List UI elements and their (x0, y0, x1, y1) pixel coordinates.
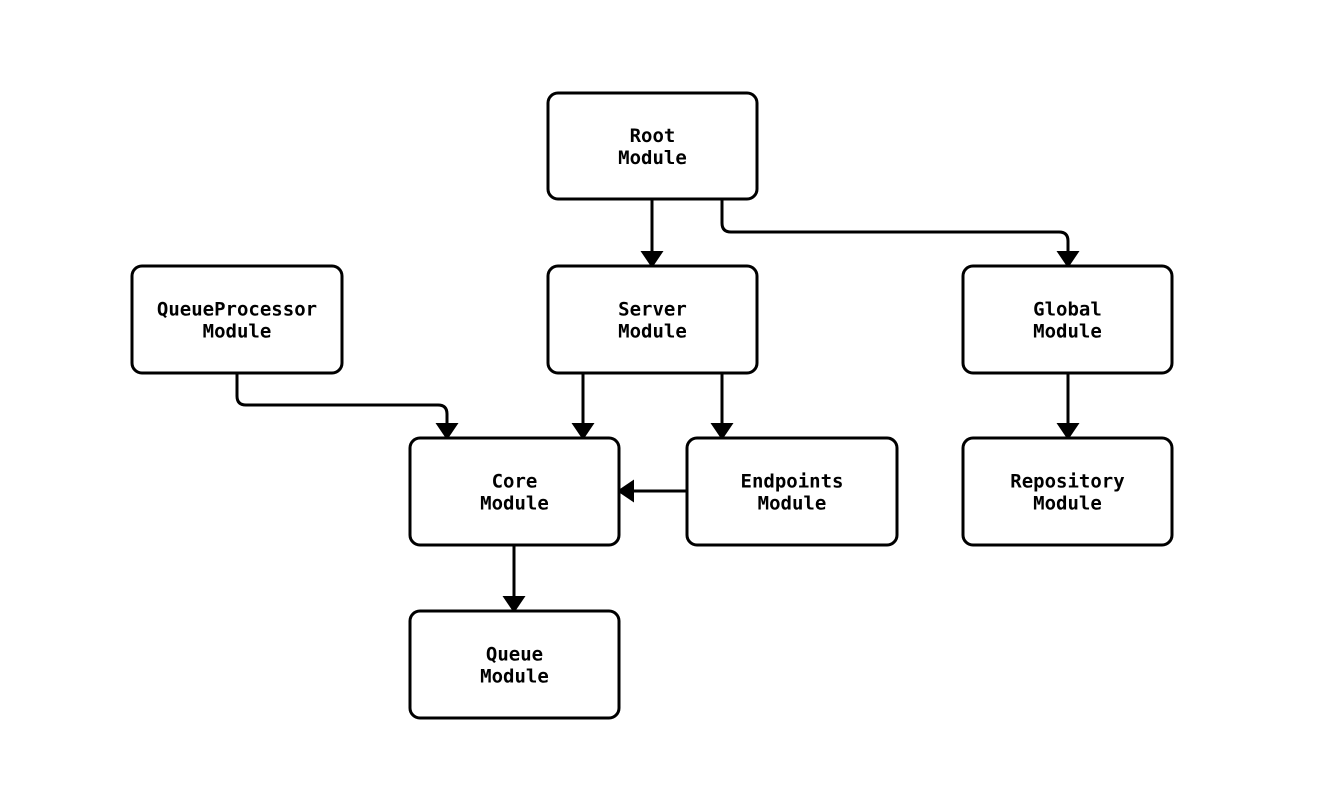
node-label-line1: Repository (1010, 471, 1124, 493)
node-box (961, 264, 1174, 375)
nodes-layer: RootModuleQueueProcessorModuleServerModu… (130, 91, 1174, 720)
node-label-line1: Queue (486, 644, 543, 666)
node-label-line1: QueueProcessor (157, 299, 317, 321)
node-box (546, 91, 759, 201)
node-label-line2: Module (618, 147, 687, 169)
node-label-line2: Module (1033, 493, 1102, 515)
node-label-line1: Server (618, 299, 687, 321)
edges-layer (235, 199, 1080, 613)
node-label-line2: Module (480, 666, 549, 688)
node-label-line2: Module (480, 493, 549, 515)
node-label-line1: Global (1033, 299, 1102, 321)
node-box (408, 609, 621, 720)
edge-queueprocessor-to-core (235, 373, 459, 440)
node-box (408, 436, 621, 547)
node-label-line2: Module (618, 321, 687, 343)
node-box (961, 436, 1174, 547)
node-label-line2: Module (203, 321, 272, 343)
node-box (546, 264, 759, 375)
node-box (685, 436, 899, 547)
node-box (130, 264, 344, 375)
node-label-line1: Root (630, 125, 676, 147)
node-label-line2: Module (1033, 321, 1102, 343)
node-label-line1: Endpoints (741, 471, 844, 493)
edge-root-to-global (720, 199, 1080, 268)
node-label-line1: Core (492, 471, 538, 493)
node-label-line2: Module (758, 493, 827, 515)
